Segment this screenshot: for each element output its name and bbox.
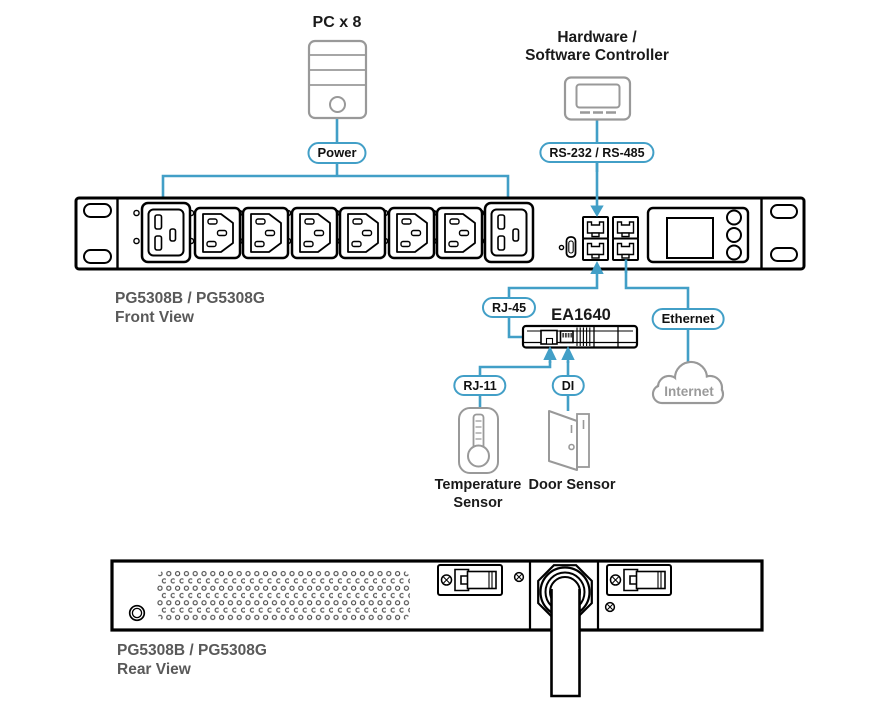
- rj45-connector-pill: RJ-45: [481, 297, 537, 319]
- internet-label: Internet: [664, 384, 714, 399]
- power-outlet-c13-icon: [290, 206, 339, 260]
- front-view-unit: [74, 196, 806, 271]
- arrow-up-rj11: [543, 346, 557, 360]
- power-outlet-c13-icon: [387, 206, 436, 260]
- lcd-display-icon: [646, 206, 750, 264]
- power-outlet-c19-icon: [140, 201, 192, 264]
- reset-hole-icon: [558, 244, 565, 251]
- rj45-to-ea1640-line: [507, 314, 522, 339]
- ground-screw-icon: [128, 604, 146, 622]
- controller-label-line2: Software Controller: [525, 47, 669, 64]
- internet-cloud-icon: [651, 360, 725, 405]
- rj45-route-line: [507, 274, 599, 299]
- rj45-port-icon: [612, 237, 639, 261]
- rj11-port-icon: [545, 337, 554, 345]
- rear-model-label: PG5308B / PG5308G: [117, 642, 267, 659]
- latch-icon: [606, 564, 672, 596]
- usb-port-icon: [568, 240, 574, 254]
- mount-hole: [770, 247, 798, 262]
- controller-label: Hardware / Software Controller: [525, 29, 669, 65]
- pc-label: PC x 8: [312, 14, 362, 31]
- rj45-port-icon: [582, 216, 609, 240]
- serial-connector-pill: RS-232 / RS-485: [539, 142, 655, 164]
- door-sensor-label: Door Sensor: [528, 477, 616, 493]
- front-view-caption: PG5308B / PG5308G Front View: [115, 289, 265, 327]
- rj11-route-line: [478, 361, 552, 377]
- connector-arrows: [543, 161, 628, 363]
- temperature-label-line1: Temperature: [434, 477, 522, 493]
- arrow-down-serial: [590, 205, 604, 217]
- power-cord-icon: [550, 589, 581, 698]
- front-view-label: Front View: [115, 309, 194, 326]
- rj45-port-icon: [582, 237, 609, 261]
- power-outlet-c13-icon: [241, 206, 290, 260]
- latch-icon: [437, 564, 503, 596]
- gray-icons: [307, 39, 725, 474]
- pc-tower-icon: [307, 39, 368, 120]
- rj11-connector-pill: RJ-11: [453, 375, 507, 397]
- power-branch-line: [161, 174, 510, 197]
- controller-label-line1: Hardware /: [557, 29, 637, 46]
- ethernet-connector-pill: Ethernet: [651, 308, 725, 330]
- power-outlet-c13-icon: [193, 206, 242, 260]
- temperature-label-line2: Sensor: [453, 495, 503, 511]
- rear-view-label: Rear View: [117, 661, 191, 678]
- rear-view-caption: PG5308B / PG5308G Rear View: [117, 641, 267, 679]
- vent-holes-icon: [157, 570, 410, 621]
- ea1640-sensor-hub-icon: [521, 324, 639, 349]
- power-outlet-c19-icon: [483, 201, 535, 264]
- temperature-sensor-label: Temperature Sensor: [435, 476, 522, 512]
- front-model-label: PG5308B / PG5308G: [115, 290, 265, 307]
- di-connector-pill: DI: [551, 375, 585, 397]
- mount-hole: [83, 203, 112, 218]
- power-outlet-c13-icon: [435, 206, 484, 260]
- rj45-port-icon: [612, 216, 639, 240]
- controller-icon: [563, 76, 632, 121]
- screw-icon: [513, 571, 616, 613]
- thermometer-icon: [458, 407, 499, 474]
- mount-hole: [83, 249, 112, 264]
- mount-hole: [770, 204, 798, 219]
- door-icon: [548, 410, 590, 471]
- power-connector-pill: Power: [307, 142, 367, 164]
- arrow-up-di: [561, 346, 575, 360]
- rear-view-unit: [110, 559, 764, 698]
- ea1640-label: EA1640: [551, 306, 611, 324]
- arrow-up-rj45: [590, 261, 604, 274]
- power-outlet-c13-icon: [338, 206, 387, 260]
